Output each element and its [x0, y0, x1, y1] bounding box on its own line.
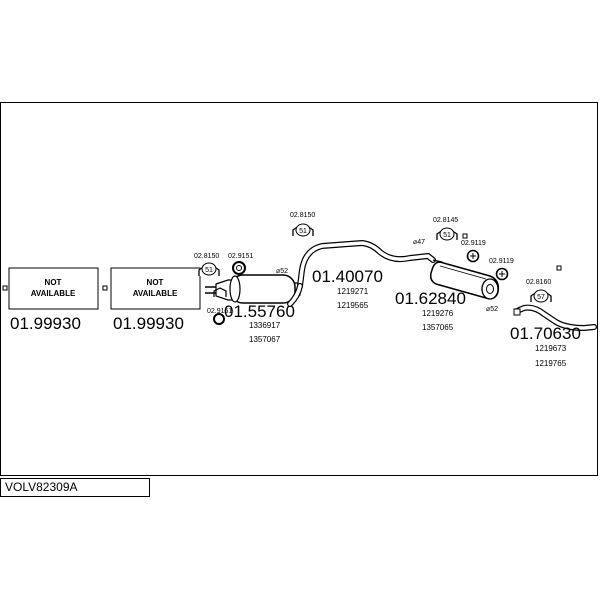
fitting-code-2: 02.9151: [228, 253, 253, 260]
mid-pipe[interactable]: [287, 240, 436, 307]
fitting-badge-4: 51: [299, 228, 307, 235]
rear-silencer-ref-2: 1357065: [422, 323, 454, 332]
connector-marker: [102, 285, 108, 291]
front-silencer-ref-1: 1336917: [249, 321, 281, 330]
mid-pipe-ref-2: 1219565: [337, 301, 369, 310]
part-code-unavailable-1: 01.99930: [10, 314, 81, 333]
clamp-icon[interactable]: 51: [198, 262, 220, 276]
front-silencer[interactable]: [215, 274, 301, 304]
rear-silencer-ref-1: 1219276: [422, 309, 454, 318]
part-code-rear-silencer: 01.62840: [395, 289, 466, 308]
tail-pipe-ref-1: 1219673: [535, 344, 567, 353]
clamp-icon-5[interactable]: 57: [530, 289, 552, 303]
clamp-icon-4[interactable]: 51: [436, 227, 458, 241]
fitting-code-3: 02.9151: [207, 308, 232, 315]
clamp-icon-2[interactable]: [213, 287, 227, 297]
connector-marker: [2, 285, 8, 291]
fitting-badge-8: 57: [537, 294, 545, 301]
fitting-code-4: 02.8150: [290, 212, 315, 219]
fitting-code-6: 02.9119: [461, 240, 486, 247]
svg-text:NOT: NOT: [147, 278, 164, 287]
part-code-tail-pipe: 01.70630: [510, 324, 581, 343]
connector-marker: [556, 265, 562, 271]
svg-text:AVAILABLE: AVAILABLE: [31, 289, 76, 298]
svg-text:AVAILABLE: AVAILABLE: [133, 289, 178, 298]
part-code-front-silencer: 01.55760: [224, 302, 295, 321]
gasket-ring-icon[interactable]: [232, 261, 246, 275]
fitting-code-1: 02.8150: [194, 253, 219, 260]
fitting-code-8: 02.8160: [526, 279, 551, 286]
vehicle-code-label: VOLV82309A: [0, 478, 150, 497]
part-code-unavailable-2: 01.99930: [113, 314, 184, 333]
tail-pipe-ref-2: 1219765: [535, 359, 567, 368]
gasket-ring-icon-4[interactable]: [495, 267, 509, 281]
gasket-ring-icon-3[interactable]: [466, 249, 480, 263]
fitting-code-7: 02.9119: [489, 258, 514, 265]
part-code-mid-pipe: 01.40070: [312, 267, 383, 286]
fitting-code-5: 02.8145: [433, 217, 458, 224]
diameter-label-1: ⌀52: [276, 268, 288, 275]
rear-silencer[interactable]: [429, 259, 500, 300]
fitting-badge-5: 51: [443, 232, 451, 239]
diameter-label-2: ⌀47: [413, 239, 425, 246]
mid-pipe-ref-1: 1219271: [337, 287, 369, 296]
diameter-label-3: ⌀52: [486, 306, 498, 313]
not-available-box-1[interactable]: NOT AVAILABLE: [8, 267, 99, 310]
tail-pipe[interactable]: [513, 304, 597, 331]
front-silencer-ref-2: 1357067: [249, 335, 281, 344]
gasket-ring-icon-2[interactable]: [213, 313, 225, 325]
fitting-badge-1: 51: [205, 267, 213, 274]
not-available-box-2[interactable]: NOT AVAILABLE: [110, 267, 201, 310]
connector-marker: [462, 233, 468, 239]
clamp-icon-3[interactable]: 51: [292, 223, 314, 237]
svg-text:NOT: NOT: [45, 278, 62, 287]
diagram-frame: [0, 102, 598, 476]
